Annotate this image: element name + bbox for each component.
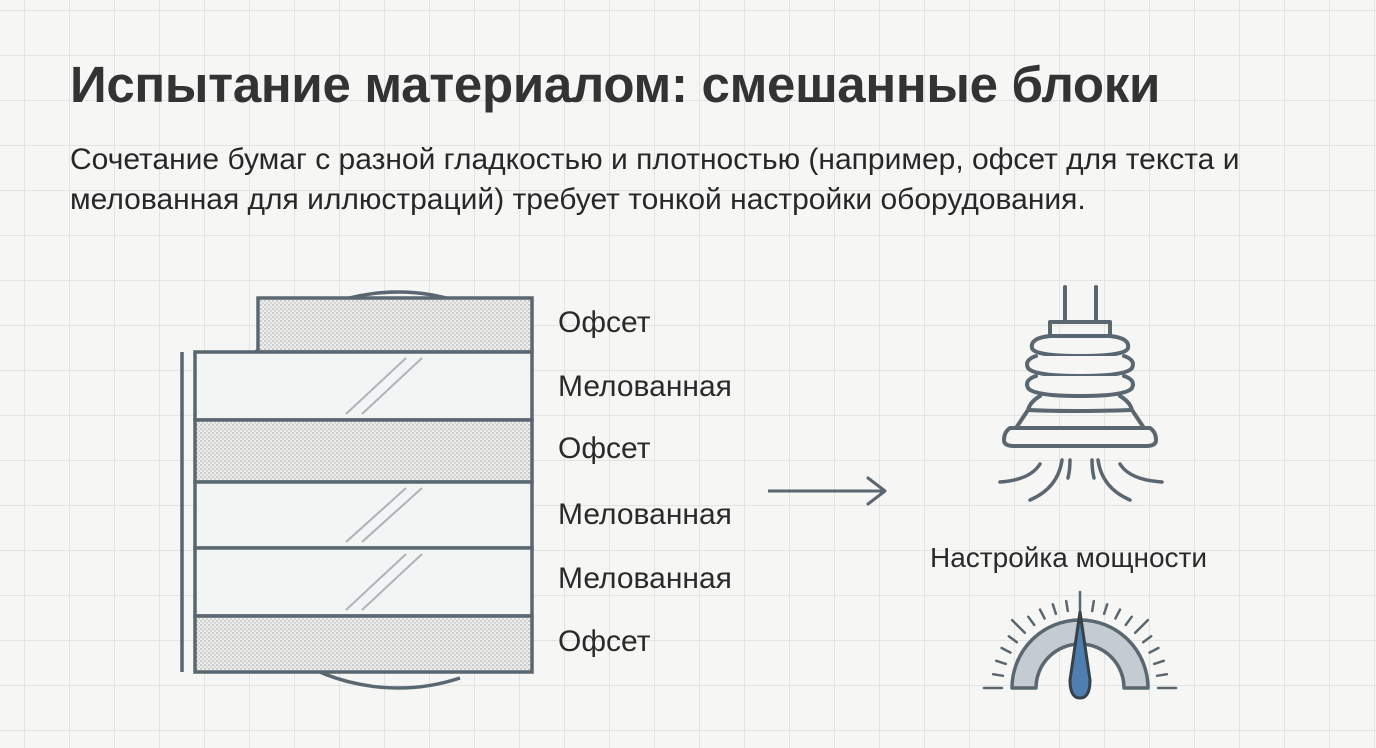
gauge-tick (1141, 635, 1153, 644)
gloss-highlight (345, 357, 407, 415)
gloss-highlight (361, 357, 423, 415)
layer-label-4: Мелованная (558, 498, 732, 531)
stack-layer-coated (193, 350, 534, 422)
layer-label-3: Офсет (558, 432, 651, 465)
gauge-tick (1007, 635, 1019, 644)
gloss-highlight (361, 553, 423, 611)
gauge-tick (1000, 646, 1012, 654)
gauge-tick (1027, 615, 1036, 627)
gauge-tick (1102, 603, 1109, 616)
gloss-highlight (345, 487, 407, 543)
arrow-right-icon (768, 476, 887, 506)
gauge-tick (1133, 618, 1150, 635)
gauge-needle (1068, 610, 1092, 700)
stack-layer-coated (193, 546, 534, 618)
gauge-tick (1124, 615, 1133, 627)
gauge-tick (995, 659, 1008, 666)
layer-label-5: Мелованная (558, 562, 732, 595)
layer-label-1: Офсет (558, 306, 651, 339)
gauge-tick (1038, 608, 1046, 620)
paper-stack (180, 290, 534, 690)
gauge-tick (1155, 672, 1169, 678)
stack-layer-offset (193, 614, 534, 674)
stack-layer-coated (193, 480, 534, 550)
gauge-tick (991, 672, 1005, 678)
slide-title: Испытание материалом: смешанные блоки (70, 56, 1161, 113)
gloss-highlight (345, 553, 407, 611)
gloss-highlight (361, 487, 423, 543)
vacuum-suction-cup-icon (998, 285, 1164, 502)
gauge-tick (1090, 599, 1096, 613)
gauge-tick (1148, 646, 1160, 654)
gauge-tick (1010, 618, 1027, 635)
gauge-tick (1114, 608, 1122, 620)
gauge-tick (1051, 603, 1058, 616)
stack-layer-offset (256, 296, 534, 354)
slide-description: Сочетание бумаг с разной гладкостью и пл… (70, 143, 1240, 216)
gauge-tick (1152, 659, 1165, 666)
power-gauge-icon (982, 590, 1178, 700)
power-adjustment-label: Настройка мощности (930, 542, 1207, 573)
layer-label-6: Офсет (558, 625, 651, 658)
layer-label-2: Мелованная (558, 370, 732, 403)
gauge-tick (1064, 599, 1070, 613)
stack-layer-offset (193, 418, 534, 484)
